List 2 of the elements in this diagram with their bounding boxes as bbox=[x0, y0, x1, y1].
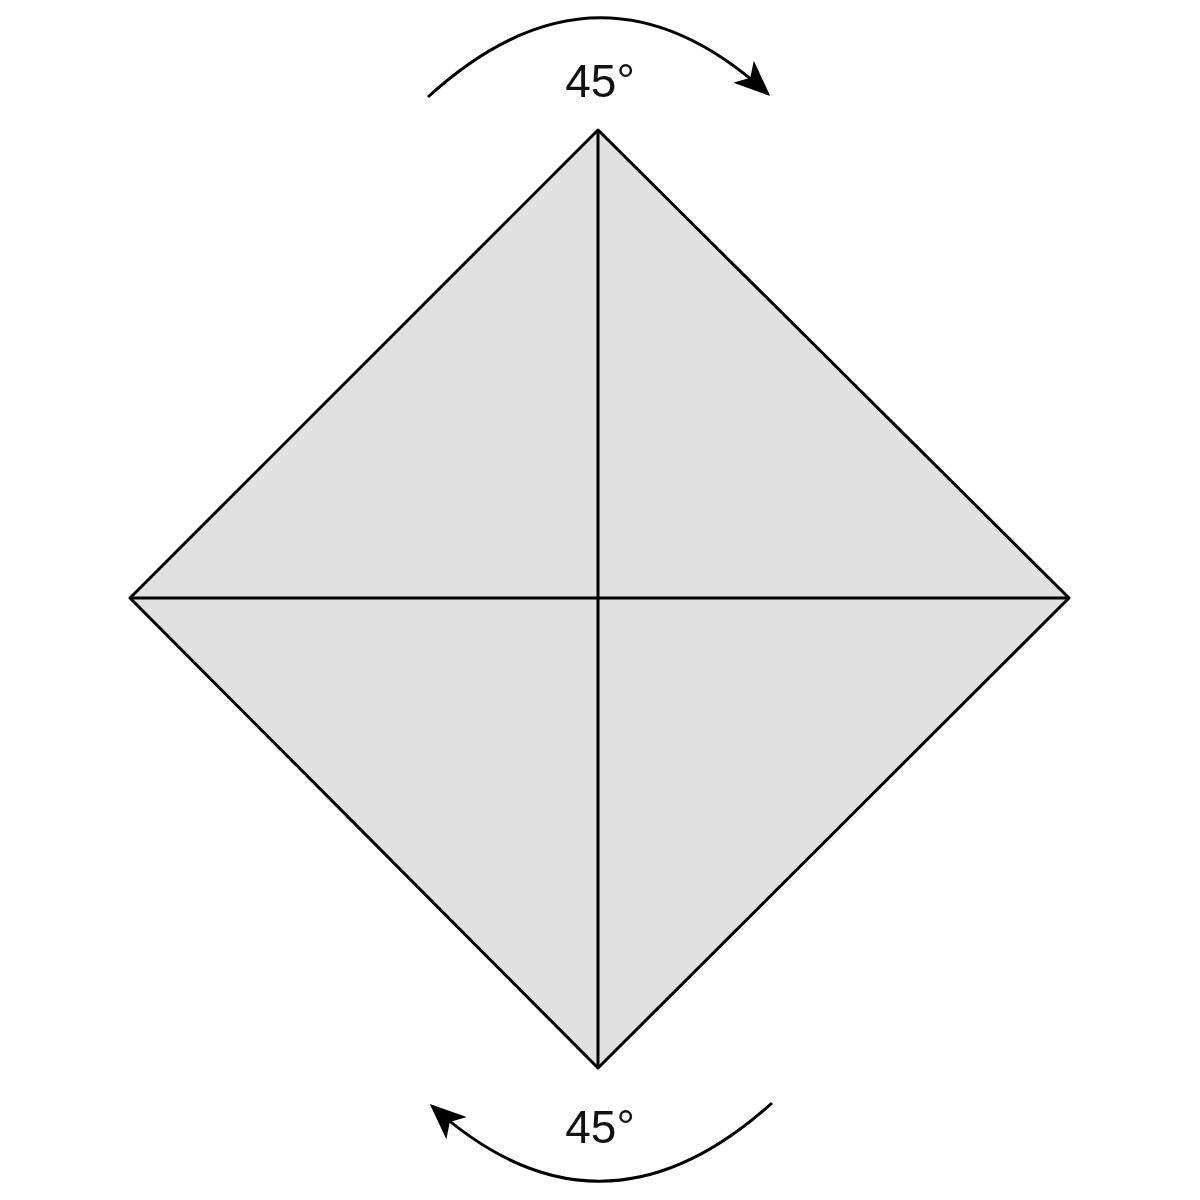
angle-label: 45° bbox=[565, 58, 635, 104]
angle-label: 45° bbox=[565, 1104, 635, 1150]
